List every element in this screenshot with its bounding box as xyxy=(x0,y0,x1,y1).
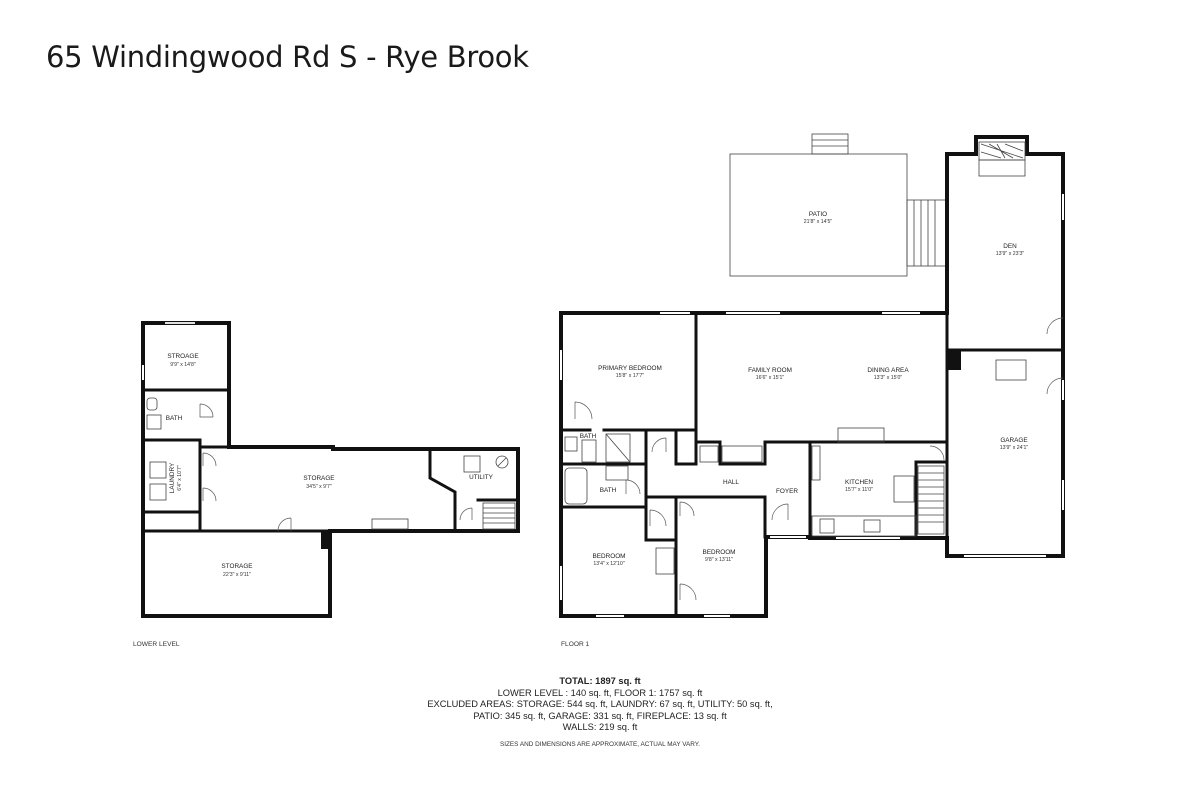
utility-equipment xyxy=(463,455,481,473)
room-label-patio: PATIO xyxy=(809,211,827,218)
room-label-storage-low: STORAGE xyxy=(221,563,252,570)
dryer xyxy=(149,483,167,501)
stairs xyxy=(917,465,945,535)
plan-title: 65 Windingwood Rd S - Rye Brook xyxy=(46,40,529,74)
summary-line-2: EXCLUDED AREAS: STORAGE: 544 sq. ft, LAU… xyxy=(427,699,773,710)
floor-1-plan: PATIO 21'8" x 14'5" DEN 13'9" x 23'3" PR… xyxy=(559,133,1065,648)
room-dim-stroage: 9'9" x 14'8" xyxy=(170,362,196,368)
door xyxy=(199,403,214,418)
room-label-kitchen: KITCHEN xyxy=(845,479,873,486)
garage-storage xyxy=(995,359,1027,381)
washer xyxy=(149,461,167,479)
wall xyxy=(644,505,678,542)
den-steps xyxy=(906,199,947,267)
closet xyxy=(655,547,675,575)
counter xyxy=(371,518,409,530)
area-summary: TOTAL: 1897 sq. ft LOWER LEVEL : 140 sq.… xyxy=(380,676,820,734)
sink xyxy=(146,414,162,430)
wall xyxy=(674,428,698,466)
wall xyxy=(141,438,202,533)
summary-line-3: PATIO: 345 sq. ft, GARAGE: 331 sq. ft, F… xyxy=(473,710,727,721)
sink xyxy=(564,436,578,452)
room-label-utility: UTILITY xyxy=(469,474,494,481)
room-dim-family-room: 16'6" x 15'1" xyxy=(756,375,785,381)
lower-level-plan: STROAGE 9'9" x 14'8" BATH LAUNDRY 6'4" x… xyxy=(133,321,520,648)
wall xyxy=(428,447,457,533)
toilet xyxy=(581,439,597,463)
bathtub xyxy=(564,467,588,505)
room-label-foyer: FOYER xyxy=(776,488,798,495)
chimney-column xyxy=(947,350,961,370)
toilet xyxy=(146,397,158,411)
room-dim-garage: 13'9" x 24'1" xyxy=(1000,445,1029,451)
stove xyxy=(819,518,835,534)
room-dim-den: 13'9" x 23'3" xyxy=(996,251,1025,257)
wall xyxy=(718,440,812,466)
room-label-laundry: LAUNDRY xyxy=(169,462,176,493)
disclaimer: SIZES AND DIMENSIONS ARE APPROXIMATE, AC… xyxy=(499,741,701,748)
door xyxy=(459,507,473,521)
room-dim-laundry: 6'4" x 10'7" xyxy=(177,465,183,491)
floor-1-outer-wall xyxy=(559,135,1065,618)
room-label-bath-upper: BATH xyxy=(580,433,597,440)
room-dim-storage-mid: 34'5" x 9'7" xyxy=(306,484,332,490)
room-label-ll-bath: BATH xyxy=(166,415,183,422)
room-dim-bedroom-left: 13'4" x 12'10" xyxy=(593,561,624,567)
stairs xyxy=(482,502,516,530)
wall xyxy=(674,495,767,539)
door xyxy=(277,517,292,532)
kitchen-island xyxy=(837,427,885,443)
hearth xyxy=(978,159,1026,177)
level-label-lower: LOWER LEVEL xyxy=(133,641,180,648)
shower xyxy=(605,433,631,463)
summary-line-1: LOWER LEVEL : 140 sq. ft, FLOOR 1: 1757 … xyxy=(497,687,703,698)
lower-level-outer-wall xyxy=(141,321,520,618)
room-label-garage: GARAGE xyxy=(1000,437,1027,444)
door xyxy=(202,487,217,502)
total-area: TOTAL: 1897 sq. ft xyxy=(559,676,641,686)
room-label-stroage: STROAGE xyxy=(167,353,198,360)
patio-steps xyxy=(811,133,849,155)
room-label-bedroom-left: BEDROOM xyxy=(592,553,625,560)
water-heater xyxy=(495,455,509,469)
sink xyxy=(863,519,881,533)
door xyxy=(202,452,217,467)
room-label-primary-bedroom: PRIMARY BEDROOM xyxy=(598,365,662,372)
room-dim-storage-low: 22'3" x 9'11" xyxy=(223,572,251,578)
sink xyxy=(605,465,629,481)
room-label-family-room: FAMILY ROOM xyxy=(748,367,792,374)
closet xyxy=(699,445,719,463)
doors xyxy=(574,317,1064,601)
room-label-bedroom-right: BEDROOM xyxy=(702,549,735,556)
column xyxy=(321,531,329,549)
closet xyxy=(721,445,763,463)
refrigerator xyxy=(893,475,915,503)
room-dim-primary-bedroom: 15'8" x 17'7" xyxy=(616,373,645,379)
room-label-dining-area: DINING AREA xyxy=(867,367,909,374)
room-label-den: DEN xyxy=(1003,243,1017,250)
room-label-hall: HALL xyxy=(723,479,739,486)
kitchen-counter xyxy=(811,515,917,537)
room-dim-kitchen: 15'7" x 11'0" xyxy=(845,487,873,493)
room-dim-patio: 21'8" x 14'5" xyxy=(804,219,833,225)
kitchen-counter xyxy=(811,445,821,481)
room-dim-bedroom-right: 9'8" x 13'11" xyxy=(705,557,733,563)
level-label-floor1: FLOOR 1 xyxy=(561,641,590,648)
room-label-bath-lower: BATH xyxy=(600,487,617,494)
windows xyxy=(560,194,1064,617)
summary-line-4: WALLS: 219 sq. ft xyxy=(562,722,638,733)
room-dim-dining-area: 13'3" x 15'0" xyxy=(874,375,903,381)
room-label-storage-mid: STORAGE xyxy=(303,475,334,482)
